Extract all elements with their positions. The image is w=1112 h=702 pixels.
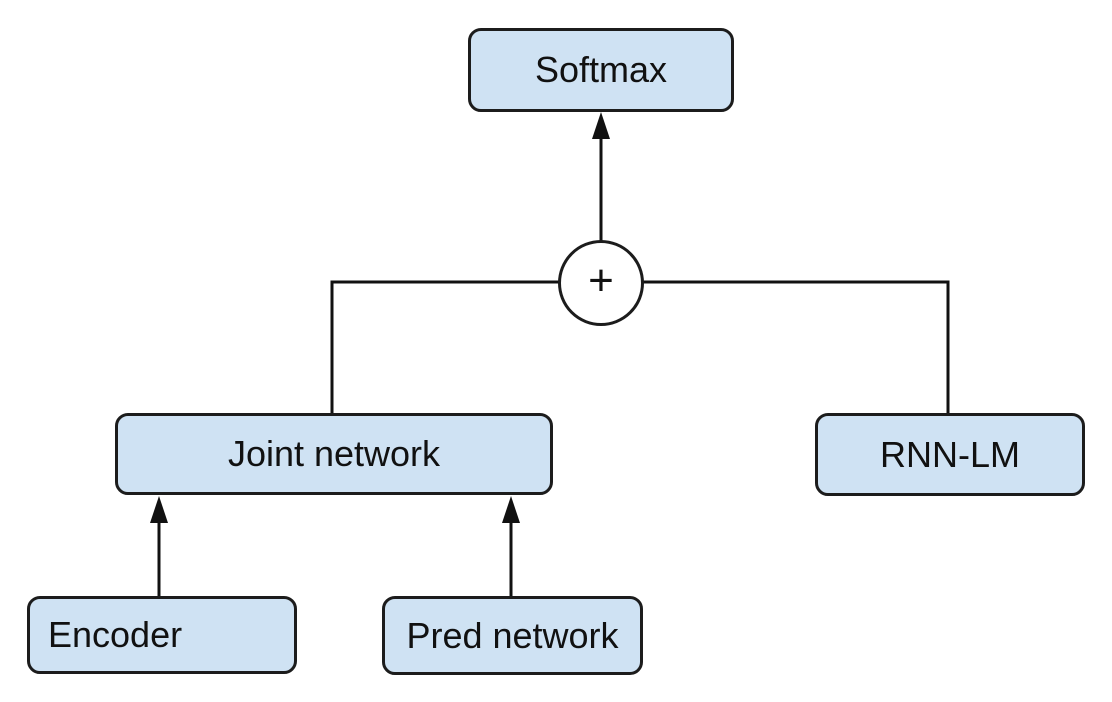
- node-joint-network: Joint network: [115, 413, 553, 495]
- node-softmax-label: Softmax: [534, 49, 668, 90]
- node-softmax: Softmax: [468, 28, 734, 112]
- edge-plus-to-softmax: [592, 112, 610, 243]
- node-joint-network-label: Joint network: [227, 433, 441, 474]
- sum-node: +: [558, 240, 644, 326]
- node-pred-network-label: Pred network: [406, 614, 619, 656]
- plus-icon: +: [588, 256, 614, 305]
- node-rnn-lm: RNN-LM: [815, 413, 1085, 496]
- edge-rnnlm-to-plus: [601, 280, 950, 413]
- edge-joint-to-plus: [330, 280, 601, 413]
- edge-encoder-to-joint: [150, 496, 168, 596]
- edge-pred-to-joint: [502, 496, 520, 596]
- node-pred-network: Pred network: [382, 596, 643, 675]
- node-rnn-lm-label: RNN-LM: [880, 433, 1020, 475]
- node-encoder: Encoder: [27, 596, 297, 674]
- node-encoder-label: Encoder: [48, 614, 183, 655]
